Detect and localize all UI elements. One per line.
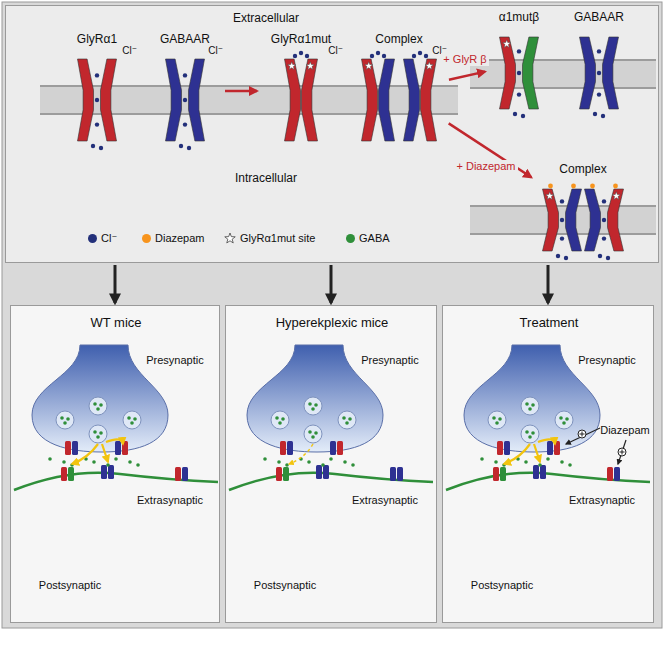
legend-item: Cl⁻ [88, 232, 117, 245]
legend-text: Diazepam [155, 232, 205, 244]
cell-membrane [470, 60, 656, 88]
result-panel: WT mice [10, 305, 220, 623]
node-label: Treatment [520, 316, 579, 331]
panel-ground [5, 5, 659, 263]
legend-swatch [346, 234, 355, 243]
receptor-group: Complex [533, 161, 633, 261]
region-label: Extrasynaptic [569, 494, 635, 507]
top-panel: ExtracellularIntracellularGlyRα1Cl⁻GABAA… [5, 5, 659, 263]
node-label: Extracellular [233, 12, 299, 26]
edge-label: + GlyR β [441, 53, 488, 66]
receptor-group: GABAAR [567, 9, 631, 119]
panel-ground [225, 305, 437, 623]
node-label: Complex [375, 33, 422, 47]
receptor-group: GABAARCl⁻ [147, 31, 223, 151]
frame [2, 2, 662, 628]
legend-swatch [142, 234, 151, 243]
channel-drawing [567, 9, 631, 119]
region-label: Intracellular [235, 172, 297, 186]
transition-arrow [449, 72, 485, 80]
receptor-group: GlyRα1mutCl⁻ [259, 31, 343, 151]
flow-arrow [547, 265, 550, 303]
node-label: Hyperekplexic mice [276, 316, 389, 331]
receptor-group: GlyRα1Cl⁻ [57, 31, 137, 151]
receptor-group: α1mutβ [487, 9, 551, 119]
legend-text: Cl⁻ [101, 232, 117, 245]
synapse-illustration [229, 345, 433, 490]
ion-label: Cl⁻ [328, 45, 343, 57]
legend-item: GABA [346, 232, 390, 244]
drug-label: Diazepam [600, 424, 650, 437]
release-arrows [289, 444, 313, 464]
region-label: Presynaptic [361, 354, 418, 367]
synapse-illustration [14, 345, 218, 490]
node-label: GABAAR [574, 11, 624, 25]
cell-membrane [470, 206, 656, 234]
region-label: Extrasynaptic [137, 494, 203, 507]
edge-label: + Diazepam [454, 160, 517, 173]
result-panel: Treatment [442, 305, 654, 623]
flow-arrow [114, 265, 117, 303]
transition-arrow [225, 90, 257, 93]
legend-item: GlyRα1mut site [224, 232, 315, 244]
flow-arrow [330, 265, 333, 303]
node-label: GlyRα1mut [271, 33, 331, 47]
channel-drawing [487, 9, 551, 119]
legend-swatch [88, 234, 97, 243]
legend-text: GABA [359, 232, 390, 244]
legend-item: Diazepam [142, 232, 205, 244]
node-label: Complex [559, 163, 606, 177]
region-label: Extrasynaptic [352, 494, 418, 507]
panel-ground [10, 305, 220, 623]
region-label: Postsynaptic [254, 579, 316, 592]
panel-ground [442, 305, 654, 623]
release-arrows [72, 439, 123, 464]
legend-star [224, 232, 236, 244]
region-label: Presynaptic [146, 354, 203, 367]
receptor-group: ComplexCl⁻ [351, 31, 447, 151]
region-label: Presynaptic [578, 354, 635, 367]
node-label: α1mutβ [499, 11, 540, 25]
transition-arrow [449, 123, 532, 177]
node-label: WT mice [90, 316, 141, 331]
node-label: GABAAR [160, 33, 210, 47]
ion-label: Cl⁻ [122, 45, 137, 57]
synapse-illustration [446, 345, 650, 490]
region-label: Postsynaptic [471, 579, 533, 592]
release-arrows [504, 439, 555, 464]
ion-label: Cl⁻ [208, 45, 223, 57]
region-label: Postsynaptic [39, 579, 101, 592]
node-label: GlyRα1 [77, 33, 117, 47]
result-panel: Hyperekplexic mice [225, 305, 437, 623]
legend-text: GlyRα1mut site [240, 232, 315, 244]
